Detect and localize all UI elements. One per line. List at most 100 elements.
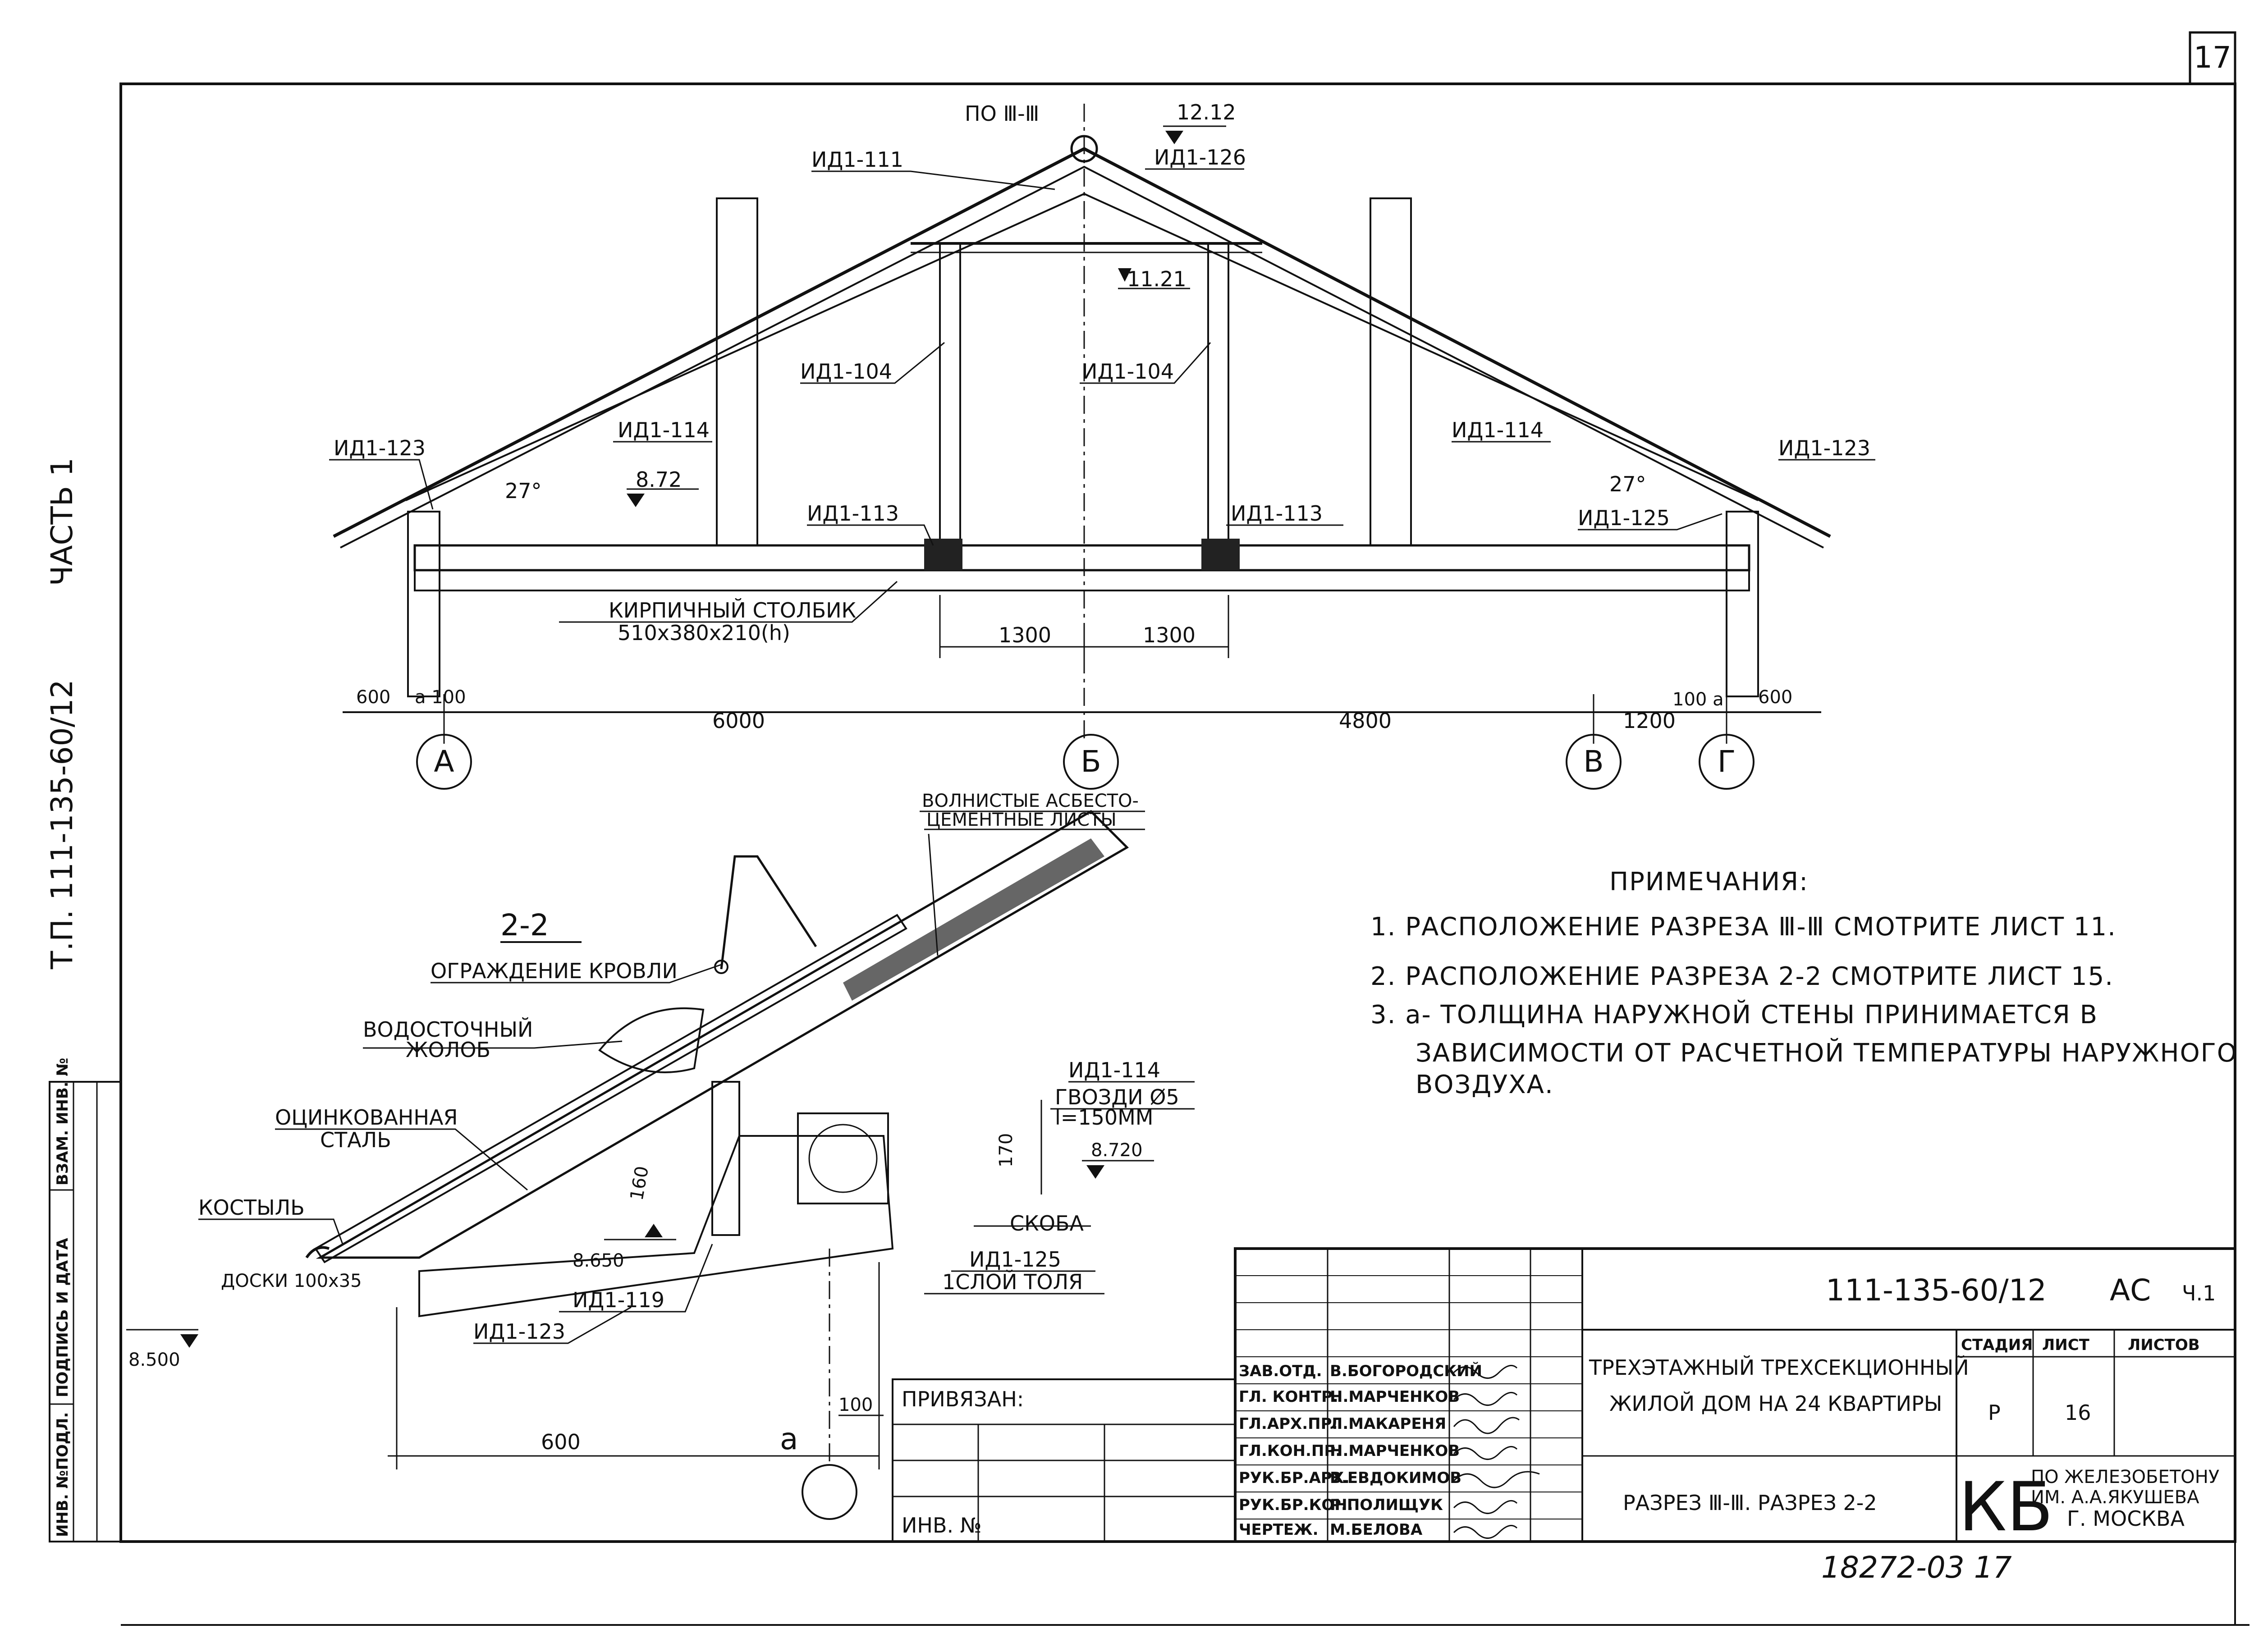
note-1: 1. РАСПОЛОЖЕНИЕ РАЗРЕЗА Ⅲ-Ⅲ СМОТРИТЕ ЛИС…: [1370, 912, 2117, 942]
part-side: ЧАСТЬ 1: [45, 458, 79, 586]
brick-post-right: [1201, 539, 1240, 570]
cut-label: ПО Ⅲ-Ⅲ: [965, 101, 1039, 126]
role-4: РУК.БР.АРХ.: [1239, 1469, 1350, 1487]
angle-right: 27°: [1609, 472, 1646, 496]
label-id119: ИД1-119: [573, 1288, 664, 1312]
label-asbestos-2: ЦЕМЕНТНЫЕ ЛИСТЫ: [926, 810, 1117, 830]
axis-a: А: [434, 744, 454, 779]
org-line-3: Г. МОСКВА: [2067, 1506, 2185, 1531]
label-nails-2: l=150ММ: [1055, 1105, 1154, 1130]
dim-a-detail: a: [780, 1422, 798, 1456]
col-stage: СТАДИЯ: [1961, 1336, 2033, 1354]
section-3-3: А Б В Г ПО Ⅲ-Ⅲ 12.12 11.21 8.72 27° 27° …: [329, 100, 1875, 790]
sheet-title: РАЗРЕЗ Ⅲ-Ⅲ. РАЗРЕЗ 2-2: [1623, 1491, 1877, 1515]
dim-100-detail: 100: [838, 1395, 873, 1415]
project-line-1: ТРЕХЭТАЖНЫЙ ТРЕХСЕКЦИОННЫЙ: [1589, 1355, 1969, 1380]
label-nails-1: ГВОЗДИ Ø5: [1055, 1085, 1179, 1109]
dim-1200: 1200: [1623, 709, 1676, 733]
drawing-code-side: Т.П. 111-135-60/12: [45, 679, 79, 970]
attic-slab: [413, 544, 1750, 572]
notes: ПРИМЕЧАНИЯ: 1. РАСПОЛОЖЕНИЕ РАЗРЕЗА Ⅲ-Ⅲ …: [1370, 867, 2238, 1099]
chimney-left: [716, 197, 758, 546]
elev-8720: 8.720: [1091, 1140, 1143, 1161]
label-gutter-1: ВОДОСТОЧНЫЙ: [363, 1017, 533, 1042]
role-2: ГЛ.АРХ.ПР.: [1239, 1415, 1338, 1433]
label-tol: 1СЛОЙ ТОЛЯ: [942, 1270, 1083, 1294]
label-id123-right: ИД1-123: [1778, 436, 1870, 460]
dim-a100-left: a 100: [415, 687, 466, 708]
note-3: 3. a- ТОЛЩИНА НАРУЖНОЙ СТЕНЫ ПРИНИМАЕТСЯ…: [1370, 1000, 2098, 1030]
col-sheets: ЛИСТОВ: [2128, 1336, 2200, 1354]
label-kostyl: КОСТЫЛЬ: [198, 1195, 305, 1220]
archive-number: 18272-03 17: [1821, 1550, 2012, 1585]
label-id114-left: ИД1-114: [618, 418, 710, 442]
elev-ridge: 12.12: [1177, 100, 1236, 124]
name-2: Л.МАКАРЕНЯ: [1330, 1415, 1446, 1433]
org-line-2: ИМ. А.А.ЯКУШЕВА: [2031, 1487, 2199, 1508]
beam-id125: [797, 1112, 889, 1204]
elev-8650: 8.650: [573, 1250, 624, 1271]
label-id123-left: ИД1-123: [334, 436, 426, 460]
dim-160: 160: [627, 1165, 653, 1202]
elev-eave: 8.72: [636, 467, 682, 492]
title-block: ЗАВ.ОТД. В.БОГОРОДСКИЙ ГЛ. КОНТР. Н.МАРЧ…: [1234, 1247, 2236, 1547]
label-boards: ДОСКИ 100х35: [221, 1271, 362, 1291]
role-3: ГЛ.КОН.ПР.: [1239, 1442, 1341, 1460]
asbestos-sheets: [843, 838, 1104, 1001]
chimney-right: [1370, 197, 1412, 546]
axis-b: Б: [1081, 744, 1101, 779]
label-id104-left: ИД1-104: [800, 359, 892, 384]
label-id125-detail: ИД1-125: [969, 1247, 1061, 1272]
org-line-1: ПО ЖЕЛЕЗОБЕТОНУ: [2031, 1467, 2219, 1487]
elev-mid: 11.21: [1127, 267, 1187, 291]
title-mark: АС: [2110, 1273, 2151, 1308]
role-1: ГЛ. КОНТР.: [1239, 1388, 1338, 1406]
note-3-line-2: ЗАВИСИМОСТИ ОТ РАСЧЕТНОЙ ТЕМПЕРАТУРЫ НАР…: [1416, 1038, 2238, 1068]
axis-g: Г: [1718, 744, 1736, 779]
sheet-value: 16: [2065, 1400, 2091, 1425]
label-id113-right: ИД1-113: [1231, 501, 1323, 526]
dim-600-right: 600: [1758, 687, 1792, 708]
label-id104-right: ИД1-104: [1082, 359, 1174, 384]
strut-right: [1207, 243, 1229, 546]
label-id114-detail: ИД1-114: [1068, 1058, 1160, 1082]
section-2-2: 2-2 ВОЛНИСТЫЕ АСБЕСТО- ЦЕМЕНТНЫЕ ЛИСТЫ О…: [126, 791, 1195, 1520]
stamp-vzam-inv: ВЗАМ. ИНВ. №: [54, 1058, 72, 1185]
label-gutter-2: ЖОЛОБ: [406, 1038, 490, 1062]
note-3-line-3: ВОЗДУХА.: [1416, 1070, 1554, 1099]
left-stamp: ИНВ. №ПОДЛ. ПОДПИСЬ И ДАТА ВЗАМ. ИНВ. №: [49, 1058, 122, 1542]
wall-left: [407, 511, 440, 697]
label-id123-detail: ИД1-123: [473, 1319, 565, 1344]
title-part: Ч.1: [2182, 1281, 2216, 1305]
title-code: 111-135-60/12: [1826, 1273, 2047, 1308]
role-6: ЧЕРТЕЖ.: [1239, 1521, 1319, 1539]
signatures: [1453, 1364, 1540, 1539]
org-logo: КБ: [1959, 1468, 2053, 1547]
name-4: В.ЕВДОКИМОВ: [1330, 1469, 1461, 1487]
label-id111: ИД1-111: [811, 147, 903, 172]
dim-600-detail: 600: [541, 1430, 581, 1454]
sheet-number: 17: [2194, 40, 2231, 75]
name-0: В.БОГОРОДСКИЙ: [1330, 1362, 1482, 1380]
privyazan-block: ПРИВЯЗАН: ИНВ. №: [892, 1378, 1236, 1542]
dim-6000: 6000: [712, 709, 765, 733]
gutter: [598, 1007, 705, 1073]
inv-label: ИНВ. №: [902, 1513, 982, 1538]
project-line-2: ЖИЛОЙ ДОМ НА 24 КВАРТИРЫ: [1609, 1391, 1942, 1416]
role-5: РУК.БР.КОН.: [1239, 1496, 1353, 1514]
label-steel-1: ОЦИНКОВАННАЯ: [275, 1105, 458, 1130]
axis-v: В: [1583, 744, 1603, 779]
section-2-2-title: 2-2: [500, 908, 549, 943]
label-id126: ИД1-126: [1154, 145, 1246, 169]
dim-170: 170: [996, 1133, 1017, 1167]
stage-value: Р: [1988, 1400, 2001, 1425]
name-5: Р.ПОЛИЩУК: [1330, 1496, 1443, 1514]
label-skoba: СКОБА: [1010, 1211, 1084, 1236]
label-id114-right: ИД1-114: [1452, 418, 1544, 442]
label-steel-2: СТАЛЬ: [320, 1128, 391, 1152]
brick-post-left: [924, 539, 962, 570]
label-roof-guard: ОГРАЖДЕНИЕ КРОВЛИ: [431, 959, 678, 983]
board-id119: [711, 1081, 740, 1236]
stamp-inv-podl: ИНВ. №ПОДЛ.: [54, 1412, 72, 1537]
